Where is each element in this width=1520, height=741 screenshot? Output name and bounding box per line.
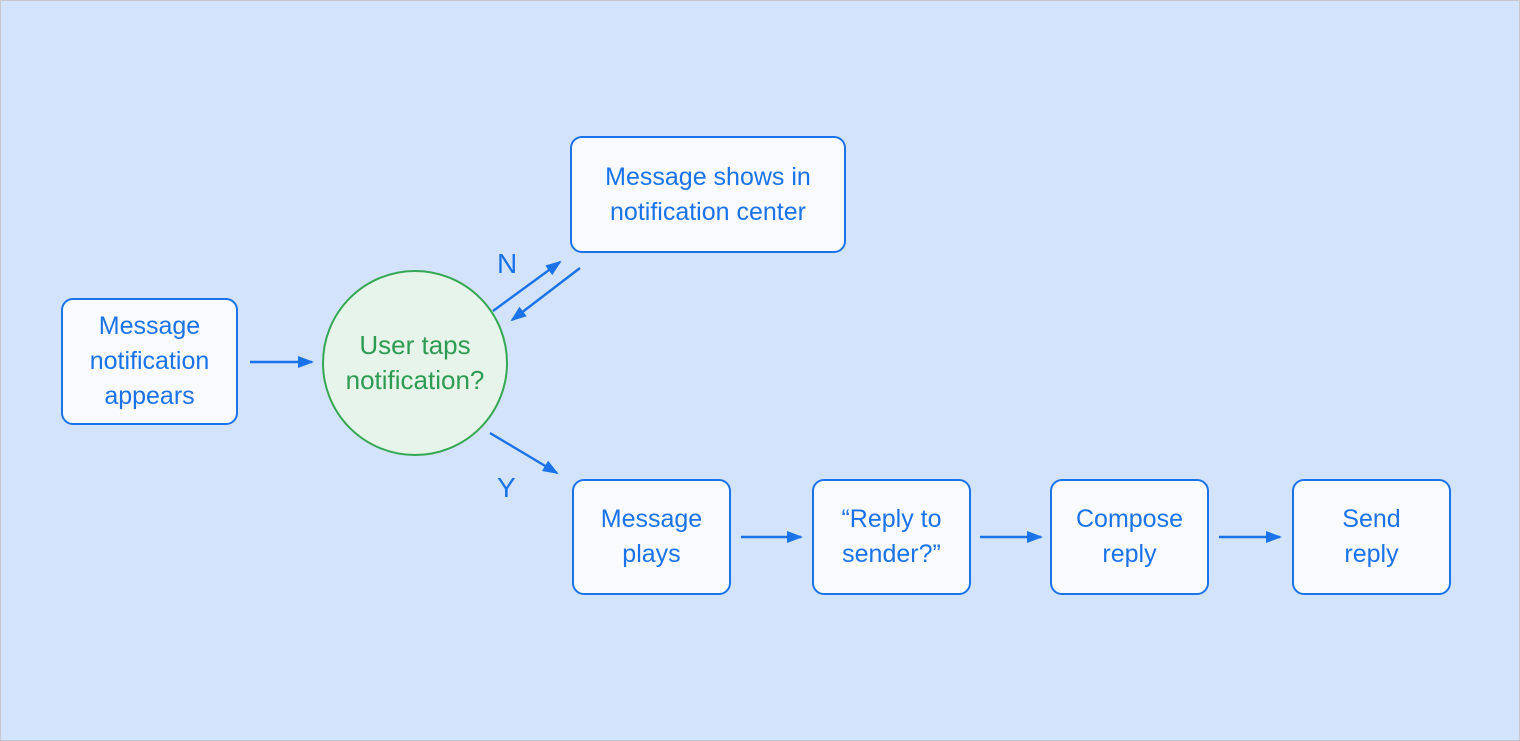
node-label: Message shows in notification center (605, 162, 811, 226)
node-reply-to-sender: “Reply to sender?” (812, 479, 971, 595)
edge-decision-to-message-plays (489, 431, 559, 475)
node-label: User taps notification? (345, 330, 485, 395)
node-label: Compose reply (1076, 505, 1183, 568)
node-label: Send reply (1342, 505, 1401, 568)
node-compose-reply: Compose reply (1050, 479, 1209, 595)
node-send-reply: Send reply (1292, 479, 1451, 595)
edge-notification-center-to-decision (510, 267, 581, 322)
node-decision-user-taps-notification: User taps notification? (322, 270, 508, 456)
node-message-plays: Message plays (572, 479, 731, 595)
node-message-notification-appears: Message notification appears (61, 298, 238, 425)
edge-decision-to-notification-center (492, 260, 562, 312)
edge-label-yes: Y (497, 472, 516, 503)
node-label: Message notification appears (89, 312, 210, 410)
node-message-shows-in-notification-center: Message shows in notification center (570, 136, 846, 253)
node-label: “Reply to sender?” (841, 505, 942, 568)
node-label: Message plays (600, 505, 703, 568)
edge-label-no: N (497, 248, 518, 279)
